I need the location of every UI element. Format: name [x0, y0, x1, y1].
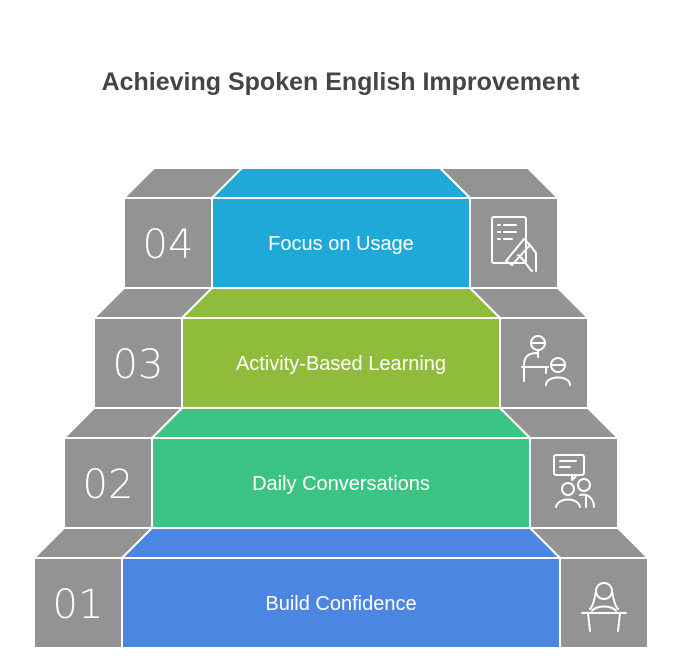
step-01: 01 Build Confidence — [31, 527, 651, 649]
step-top-face — [149, 407, 533, 439]
step-label: Daily Conversations — [252, 473, 430, 495]
step-top-face — [209, 167, 473, 199]
step-label-box — [211, 197, 471, 289]
step-number-box — [63, 437, 153, 529]
diagram-title: Achieving Spoken English Improvement — [101, 68, 580, 96]
step-icon-box — [529, 437, 619, 529]
step-icon-box — [499, 317, 589, 409]
step-label-box — [151, 437, 531, 529]
step-top-face — [119, 527, 563, 559]
step-top-face — [179, 287, 503, 319]
teacher-student-icon — [521, 335, 571, 386]
step-number-box — [123, 197, 213, 289]
speaker-at-podium-icon — [581, 582, 627, 632]
step-label: Focus on Usage — [268, 233, 414, 255]
step-04: 04 Focus on Usage — [121, 167, 561, 289]
step-03: 03 Activity-Based Learning — [91, 287, 591, 409]
step-icon-box — [469, 197, 559, 289]
step-label-box — [181, 317, 501, 409]
step-number: 01 — [53, 582, 104, 628]
writing-checklist-icon — [491, 216, 537, 272]
step-number: 04 — [143, 222, 194, 268]
step-label: Build Confidence — [265, 593, 416, 615]
step-number-box — [93, 317, 183, 409]
step-label: Activity-Based Learning — [236, 353, 446, 375]
step-02: 02 Daily Conversations — [61, 407, 621, 529]
step-label-box — [121, 557, 561, 649]
step-number: 02 — [83, 462, 134, 508]
step-number: 03 — [113, 342, 164, 388]
step-number-box — [33, 557, 123, 649]
step-icon-box — [559, 557, 649, 649]
conversation-people-icon — [553, 454, 595, 508]
